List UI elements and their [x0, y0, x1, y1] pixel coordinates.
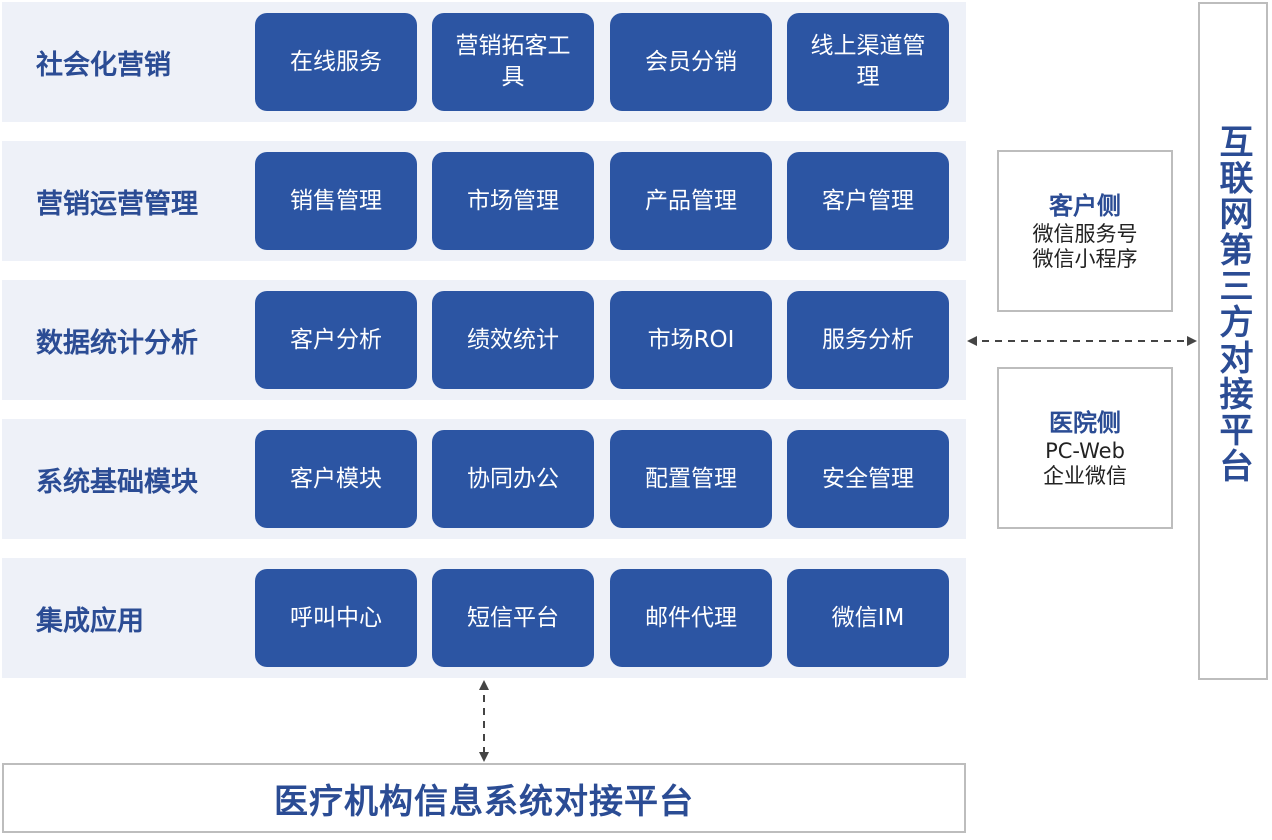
module-box[interactable]: 客户管理 — [787, 152, 949, 250]
module-box[interactable]: 产品管理 — [610, 152, 772, 250]
module-box[interactable]: 协同办公 — [432, 430, 594, 528]
client-side-line: 微信小程序 — [1032, 247, 1138, 271]
module-box[interactable]: 微信IM — [787, 569, 949, 667]
client-side-box: 客户侧 微信服务号 微信小程序 — [997, 150, 1173, 312]
module-box[interactable]: 市场管理 — [432, 152, 594, 250]
module-box[interactable]: 短信平台 — [432, 569, 594, 667]
layer-title: 数据统计分析 — [36, 327, 198, 359]
layer-band-integration: 集成应用 呼叫中心 短信平台 邮件代理 微信IM — [2, 558, 966, 678]
module-box[interactable]: 呼叫中心 — [255, 569, 417, 667]
module-box[interactable]: 营销拓客工具 — [432, 13, 594, 111]
layer-title: 社会化营销 — [36, 49, 171, 81]
client-side-title: 客户侧 — [1049, 192, 1121, 220]
layer-title: 集成应用 — [36, 605, 144, 637]
hospital-side-box: 医院侧 PC-Web 企业微信 — [997, 367, 1173, 529]
module-box[interactable]: 安全管理 — [787, 430, 949, 528]
client-side-line: 微信服务号 — [1032, 222, 1138, 246]
module-box[interactable]: 客户分析 — [255, 291, 417, 389]
layer-band-social-marketing: 社会化营销 在线服务 营销拓客工具 会员分销 线上渠道管理 — [2, 2, 966, 122]
medical-info-platform-box: 医疗机构信息系统对接平台 — [2, 763, 966, 833]
module-box[interactable]: 销售管理 — [255, 152, 417, 250]
medical-info-platform-label: 医疗机构信息系统对接平台 — [274, 781, 694, 822]
module-box[interactable]: 会员分销 — [610, 13, 772, 111]
layer-title: 营销运营管理 — [36, 188, 198, 220]
hospital-side-line: PC-Web — [1045, 439, 1125, 463]
module-box[interactable]: 绩效统计 — [432, 291, 594, 389]
module-box[interactable]: 配置管理 — [610, 430, 772, 528]
third-party-platform-label: 互联网第三方对接平台 — [1213, 124, 1253, 484]
layer-band-data-analytics: 数据统计分析 客户分析 绩效统计 市场ROI 服务分析 — [2, 280, 966, 400]
third-party-platform-box: 互联网第三方对接平台 — [1198, 2, 1268, 680]
module-box[interactable]: 客户模块 — [255, 430, 417, 528]
module-box[interactable]: 服务分析 — [787, 291, 949, 389]
layer-title: 系统基础模块 — [36, 466, 198, 498]
layer-band-system-foundation: 系统基础模块 客户模块 协同办公 配置管理 安全管理 — [2, 419, 966, 539]
module-box[interactable]: 邮件代理 — [610, 569, 772, 667]
hospital-side-line: 企业微信 — [1043, 464, 1127, 488]
module-box[interactable]: 在线服务 — [255, 13, 417, 111]
module-box[interactable]: 线上渠道管理 — [787, 13, 949, 111]
layer-band-marketing-operations: 营销运营管理 销售管理 市场管理 产品管理 客户管理 — [2, 141, 966, 261]
hospital-side-title: 医院侧 — [1049, 409, 1121, 437]
module-box[interactable]: 市场ROI — [610, 291, 772, 389]
